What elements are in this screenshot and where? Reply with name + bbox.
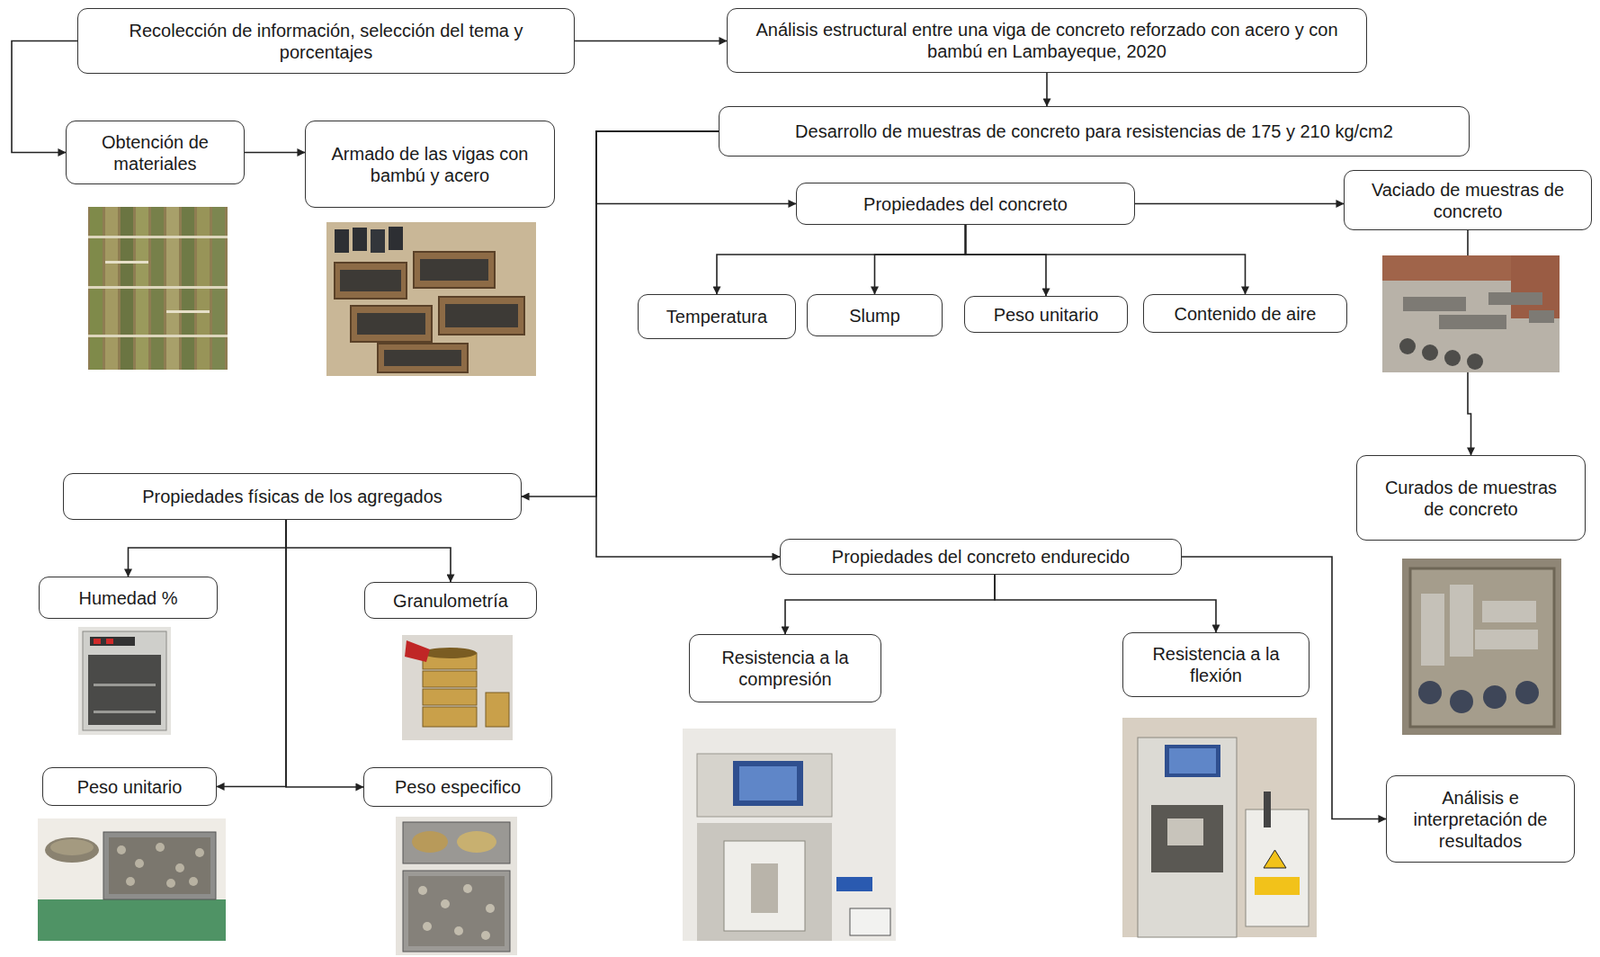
flow-arrow	[1045, 72, 1048, 107]
flow-arrow	[1135, 203, 1344, 206]
box-text: Peso unitario	[993, 303, 1100, 326]
box-text: Propiedades del concreto	[863, 193, 1068, 215]
sieves-photo	[402, 634, 513, 741]
oven-photo	[78, 626, 171, 735]
flow-arrow	[994, 574, 1216, 633]
box-text: Contenido de aire	[1174, 303, 1317, 325]
process-box: Obtención de materiales	[65, 120, 245, 185]
process-box: Vaciado de muestras de concreto	[1343, 169, 1592, 231]
box-text: Curados de muestras de concreto	[1375, 476, 1567, 520]
flow-arrow	[965, 224, 1246, 295]
flow-arrow	[128, 519, 287, 577]
flow-arrow	[716, 224, 966, 295]
box-text: Peso especifico	[394, 776, 521, 798]
process-box: Resistencia a la flexión	[1122, 632, 1310, 698]
process-box: Recolección de información, selección de…	[77, 8, 575, 74]
box-text: Recolección de información, selección de…	[96, 19, 556, 63]
box-text: Vaciado de muestras de concreto	[1362, 178, 1574, 223]
process-box: Humedad %	[38, 576, 218, 619]
beam-molds-photo	[326, 222, 537, 376]
flexion-machine-photo	[1122, 717, 1317, 938]
box-text: Propiedades del concreto endurecido	[831, 545, 1130, 568]
process-box: Desarrollo de muestras de concreto para …	[718, 106, 1470, 157]
box-text: Granulometría	[393, 589, 509, 612]
process-box: Contenido de aire	[1143, 294, 1348, 333]
box-text: Propiedades físicas de los agregados	[142, 485, 443, 508]
box-text: Armado de las vigas con bambú y acero	[323, 143, 537, 187]
box-text: Desarrollo de muestras de concreto para …	[795, 120, 1394, 143]
box-text: Análisis estructural entre una viga de c…	[745, 18, 1349, 63]
unit-weight-photo	[37, 818, 226, 941]
flow-arrow	[965, 224, 1047, 296]
process-box: Propiedades del concreto endurecido	[779, 538, 1182, 575]
process-box: Armado de las vigas con bambú y acero	[304, 120, 555, 208]
process-box: Temperatura	[637, 294, 796, 340]
flow-arrow	[286, 519, 364, 787]
flow-arrow	[875, 224, 966, 295]
process-box: Peso unitario	[42, 767, 217, 806]
flow-arrow	[244, 151, 305, 154]
flow-arrow	[785, 574, 995, 635]
process-box: Curados de muestras de concreto	[1356, 455, 1586, 541]
process-box: Análisis e interpretación de resultados	[1385, 775, 1575, 863]
concrete-casting-photo	[1382, 255, 1560, 373]
box-text: Slump	[849, 304, 901, 327]
process-box: Peso unitario	[964, 295, 1128, 333]
process-box: Propiedades del concreto	[795, 182, 1136, 225]
box-text: Temperatura	[666, 305, 768, 328]
flow-arrow	[574, 40, 727, 43]
flow-arrow	[286, 519, 451, 582]
box-text: Análisis e interpretación de resultados	[1404, 786, 1556, 852]
box-text: Humedad %	[78, 587, 178, 609]
process-box: Peso especifico	[363, 767, 553, 807]
compression-machine-photo	[682, 728, 896, 941]
box-text: Resistencia a la compresión	[707, 646, 863, 690]
specific-weight-photo	[395, 816, 518, 956]
curing-photo	[1402, 558, 1562, 735]
flow-arrow	[596, 131, 780, 557]
bamboo-photo	[88, 206, 228, 370]
process-box: Análisis estructural entre una viga de c…	[726, 8, 1368, 73]
flow-arrow	[216, 519, 287, 787]
process-box: Propiedades físicas de los agregados	[62, 473, 522, 520]
box-text: Peso unitario	[77, 776, 183, 798]
process-box: Granulometría	[364, 581, 537, 619]
process-box: Slump	[806, 294, 943, 337]
box-text: Obtención de materiales	[84, 131, 226, 175]
box-text: Resistencia a la flexión	[1141, 643, 1291, 687]
process-box: Resistencia a la compresión	[688, 634, 882, 703]
